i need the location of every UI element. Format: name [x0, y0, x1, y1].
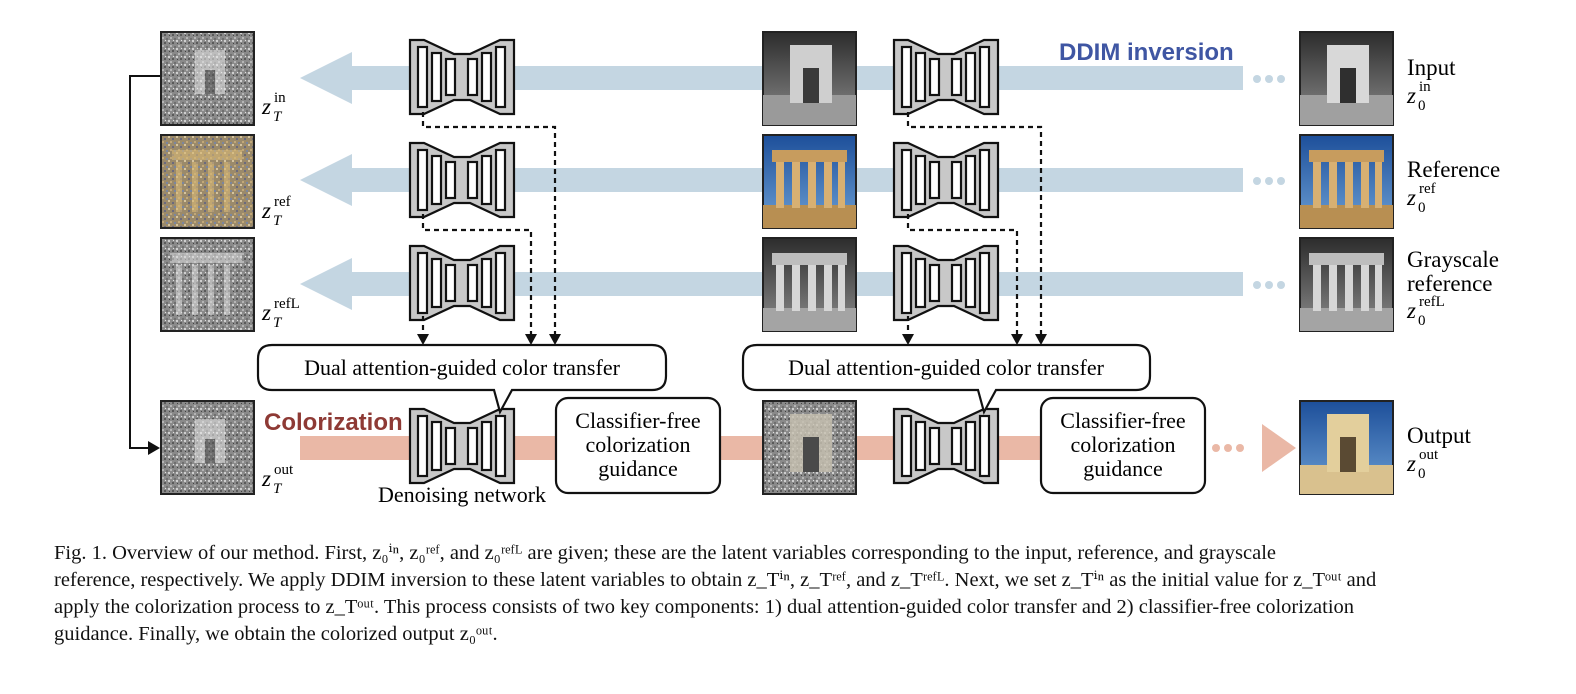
svg-text:refL: refL [1419, 294, 1445, 310]
label-grayscale: Grayscale [1407, 247, 1499, 272]
unet-icon [408, 244, 516, 322]
svg-text:out: out [274, 462, 294, 478]
image-zT-ref [160, 134, 255, 229]
svg-text:T: T [273, 213, 283, 229]
svg-text:z: z [261, 466, 271, 491]
unet-icon [892, 38, 1000, 116]
init-connector [129, 75, 160, 449]
svg-text:Dual attention-guided color tr: Dual attention-guided color transfer [304, 355, 621, 380]
attention-arrowheads [417, 334, 1047, 345]
svg-text:z: z [1406, 83, 1416, 108]
cfg-box-1: Classifier-free colorization guidance [554, 396, 722, 495]
svg-text:z: z [1406, 298, 1416, 323]
svg-text:guidance: guidance [1083, 456, 1162, 481]
label-grayscale-reference: reference [1407, 271, 1493, 296]
svg-text:0: 0 [1418, 98, 1426, 114]
latent-label-zT-out: z out T [261, 462, 294, 497]
caption-line-4: guidance. Finally, we obtain the coloriz… [54, 623, 498, 645]
svg-text:refL: refL [274, 296, 300, 312]
unet-icon [892, 407, 1000, 485]
denoising-network-label: Denoising network [378, 482, 546, 507]
svg-text:z: z [1406, 185, 1416, 210]
dual-attention-box-1: Dual attention-guided color transfer [256, 343, 668, 415]
svg-text:z: z [1406, 451, 1416, 476]
latent-label-zT-refL: z refL T [261, 296, 300, 331]
image-zT-refL [160, 237, 255, 332]
latent-label-zT-ref: z ref T [261, 194, 291, 229]
attention-connectors [421, 112, 1043, 335]
label-reference: Reference [1407, 157, 1500, 182]
dual-attention-box-2: Dual attention-guided color transfer [741, 343, 1152, 415]
image-mid-out [762, 400, 857, 495]
svg-text:T: T [273, 109, 283, 125]
method-diagram: DDIM inversion Colorization [129, 31, 1500, 507]
svg-text:T: T [273, 481, 283, 497]
colorization-label: Colorization [264, 409, 403, 436]
svg-text:T: T [273, 315, 283, 331]
svg-text:ref: ref [1419, 181, 1436, 197]
latent-label-z0-out: z out 0 [1406, 447, 1439, 482]
label-output: Output [1407, 423, 1472, 448]
unet-icon [892, 141, 1000, 219]
latent-label-z0-ref: z ref 0 [1406, 181, 1436, 216]
unet-icon [408, 141, 516, 219]
caption-line-3: apply the colorization process to z_Tᵒᵘᵗ… [54, 596, 1355, 618]
image-mid-ref [762, 134, 857, 229]
svg-text:z: z [261, 300, 271, 325]
image-grayscale-reference [1299, 237, 1394, 332]
unet-icon [892, 244, 1000, 322]
image-output [1299, 400, 1394, 495]
unet-icon [408, 38, 516, 116]
label-input: Input [1407, 55, 1456, 80]
image-reference [1299, 134, 1394, 229]
svg-text:guidance: guidance [598, 456, 677, 481]
image-mid-in [762, 31, 857, 126]
svg-text:Classifier-free: Classifier-free [575, 408, 700, 433]
latent-label-z0-in: z in 0 [1406, 79, 1431, 114]
svg-text:0: 0 [1418, 200, 1426, 216]
image-input [1299, 31, 1394, 126]
svg-text:ref: ref [274, 194, 291, 210]
image-mid-refL [762, 237, 857, 332]
svg-text:0: 0 [1418, 313, 1426, 329]
svg-text:colorization: colorization [585, 432, 690, 457]
svg-text:colorization: colorization [1070, 432, 1175, 457]
caption-line-2: reference, respectively. We apply DDIM i… [54, 569, 1377, 591]
svg-text:out: out [1419, 447, 1439, 463]
cfg-box-2: Classifier-free colorization guidance [1039, 396, 1207, 495]
svg-text:in: in [274, 90, 286, 106]
caption-line-1: Fig. 1. Overview of our method. First, z… [54, 542, 1277, 564]
latent-label-z0-refL: z refL 0 [1406, 294, 1445, 329]
svg-text:in: in [1419, 79, 1431, 95]
denoising-network-icons [408, 38, 1000, 485]
latent-label-zT-in: z in T [261, 90, 286, 125]
image-zT-out [160, 400, 255, 495]
ddim-inversion-label: DDIM inversion [1059, 39, 1234, 66]
svg-text:0: 0 [1418, 466, 1426, 482]
svg-text:Classifier-free: Classifier-free [1060, 408, 1185, 433]
figure-caption: Fig. 1. Overview of our method. First, z… [54, 540, 1576, 648]
unet-icon [408, 407, 516, 485]
svg-text:z: z [261, 94, 271, 119]
image-zT-in [160, 31, 255, 126]
svg-text:Dual attention-guided color tr: Dual attention-guided color transfer [788, 355, 1105, 380]
svg-text:z: z [261, 198, 271, 223]
